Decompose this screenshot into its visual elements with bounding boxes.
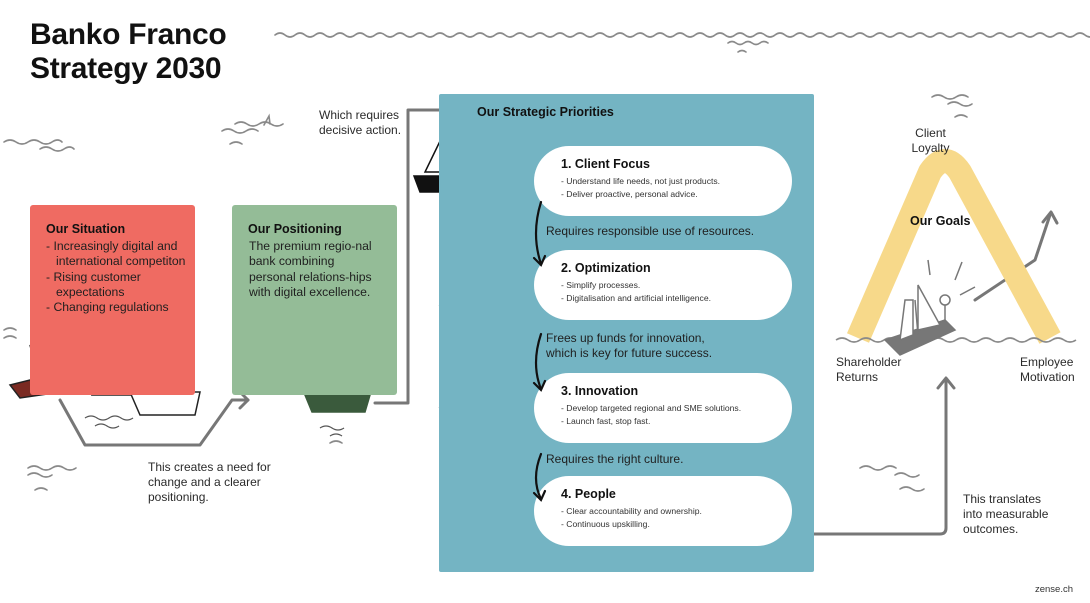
- situation-item: Changing regulations: [46, 300, 191, 315]
- priorities-heading: Our Strategic Priorities: [477, 105, 614, 119]
- priority-bullet: Develop targeted regional and SME soluti…: [561, 402, 741, 415]
- priority-bullet: Continuous upskilling.: [561, 518, 702, 531]
- positioning-card: Our Positioning The premium regio-nal ba…: [232, 205, 397, 395]
- connector-text: Frees up funds for innovation, which is …: [546, 331, 713, 360]
- flow-arrow-positioning-to-priorities: [373, 108, 462, 405]
- priority-bullet: Understand life needs, not just products…: [561, 175, 720, 188]
- flow-arrow-priorities-to-goals: [796, 378, 948, 536]
- priority-title: 4. People: [561, 487, 616, 501]
- title-line-1: Banko Franco: [30, 18, 227, 51]
- priority-client-focus: 1. Client Focus Understand life needs, n…: [534, 146, 792, 216]
- situation-item: Increasingly digital and international c…: [46, 239, 191, 270]
- shark-fin-wave: [234, 121, 284, 127]
- priority-innovation: 3. Innovation Develop targeted regional …: [534, 373, 792, 443]
- curved-arrow-icon: [534, 452, 543, 501]
- note-need-for-change: This creates a need for change and a cle…: [148, 460, 271, 504]
- goals-ship-illustration: [883, 259, 976, 356]
- goal-employee-motivation: Employee Motivation: [1020, 355, 1075, 384]
- page-title: Banko Franco Strategy 2030: [30, 18, 227, 86]
- flow-arrow-goals-upward: [973, 213, 1052, 302]
- priority-bullets: Understand life needs, not just products…: [561, 175, 720, 200]
- priority-bullets: Develop targeted regional and SME soluti…: [561, 402, 741, 427]
- goals-triangle: [846, 149, 1061, 344]
- situation-heading: Our Situation: [46, 222, 126, 236]
- priority-bullets: Clear accountability and ownership. Cont…: [561, 505, 702, 530]
- priority-title: 2. Optimization: [561, 261, 651, 275]
- priority-bullet: Launch fast, stop fast.: [561, 415, 741, 428]
- situation-item: Rising customer expectations: [46, 270, 191, 301]
- strategic-priorities-panel: Our Strategic Priorities 1. Client Focus…: [439, 94, 814, 572]
- priority-bullet: Deliver proactive, personal advice.: [561, 188, 720, 201]
- situation-card: Our Situation Increasingly digital and i…: [30, 205, 195, 395]
- priority-optimization: 2. Optimization Simplify processes. Digi…: [534, 250, 792, 320]
- positioning-heading: Our Positioning: [248, 222, 342, 236]
- flow-arrow-situation-to-positioning: [58, 398, 250, 447]
- priority-title: 1. Client Focus: [561, 157, 650, 171]
- note-translates: This translates into measurable outcomes…: [963, 492, 1049, 536]
- priority-bullets: Simplify processes. Digitalisation and a…: [561, 279, 711, 304]
- connector-text: Requires responsible use of resources.: [546, 224, 755, 238]
- positioning-text: The premium regio-nal bank combining per…: [249, 239, 372, 299]
- wave-cluster: [3, 139, 63, 145]
- connector-text: Requires the right culture.: [546, 452, 684, 466]
- situation-list: Increasingly digital and international c…: [46, 239, 191, 315]
- priority-title: 3. Innovation: [561, 384, 639, 398]
- priority-bullet: Digitalisation and artificial intelligen…: [561, 292, 711, 305]
- horizon-wave: [274, 32, 1090, 38]
- goals-heading: Our Goals: [910, 214, 971, 228]
- curved-arrow-icon: [534, 332, 543, 391]
- priority-connector-arrows: [532, 200, 547, 502]
- priority-people: 4. People Clear accountability and owner…: [534, 476, 792, 546]
- title-line-2: Strategy 2030: [30, 52, 222, 85]
- priority-bullet: Clear accountability and ownership.: [561, 505, 702, 518]
- priority-bullet: Simplify processes.: [561, 279, 711, 292]
- curved-arrow-icon: [534, 200, 543, 266]
- goal-client-loyalty: Client Loyalty: [911, 126, 950, 155]
- footer-credit: zense.ch: [1034, 584, 1073, 595]
- goal-shareholder-returns: Shareholder Returns: [836, 355, 902, 384]
- note-decisive-action: Which requires decisive action.: [319, 108, 402, 137]
